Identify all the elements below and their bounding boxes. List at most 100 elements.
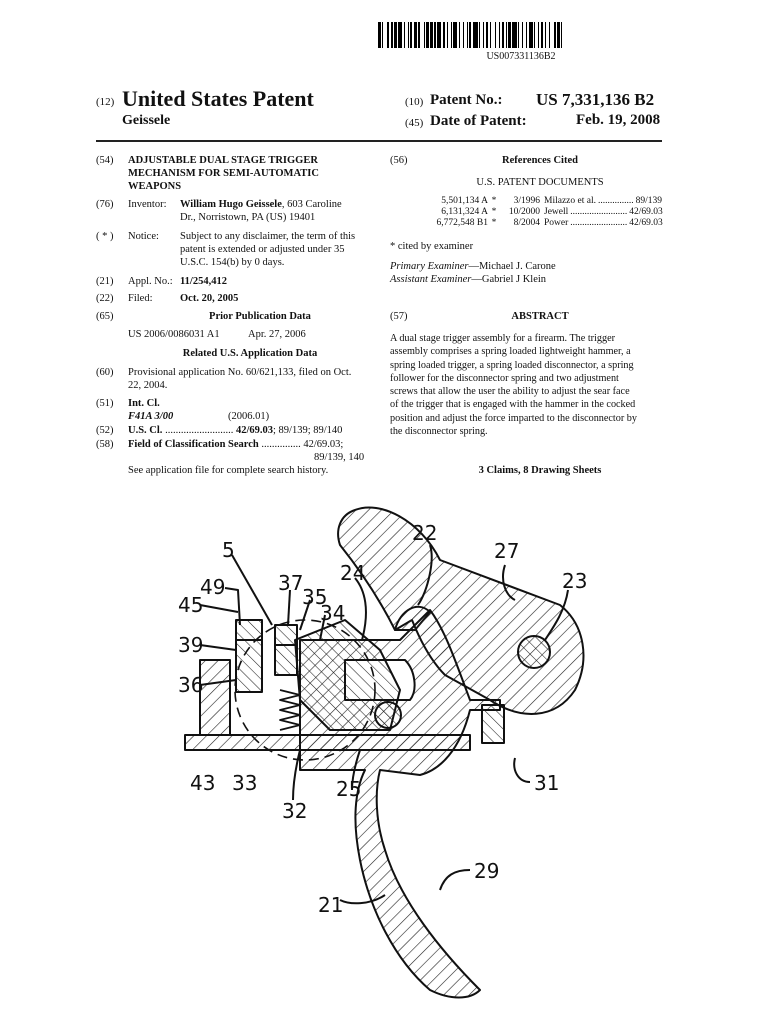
trigger-mechanism-drawing: 5 49 37 24 35 34 45 39 36 22 27 23 43 33… [178, 506, 587, 999]
reference-date: 8/2004 [513, 218, 540, 228]
reference-number: 5,501,134 A [441, 196, 488, 206]
int-cl-label: Int. Cl. [128, 398, 160, 409]
label-43: 43 [190, 771, 215, 795]
reference-number: 6,772,548 B1 [436, 218, 488, 228]
label-22: 22 [412, 521, 437, 545]
reference-star: * [491, 196, 497, 206]
screw-39 [235, 619, 263, 693]
screw-31 [481, 704, 505, 744]
notice-text: Subject to any disclaimer, the term of t… [180, 231, 356, 268]
barcode [378, 22, 664, 48]
label-45: 45 [178, 593, 203, 617]
inventor-surname: Geissele [122, 113, 171, 128]
base-plate [184, 734, 471, 751]
prior-pub-heading: Prior Publication Data [209, 311, 311, 322]
reference-dots: ........................ [570, 207, 628, 217]
label-35: 35 [302, 585, 327, 609]
field-search-cont: 89/139, 140 [314, 452, 365, 463]
prior-pub-code: (65) [96, 311, 114, 322]
reference-name: Milazzo et al. [544, 196, 596, 206]
barcode-number: US007331136B2 [486, 51, 556, 62]
filed-label: Filed: [128, 293, 153, 304]
inventor-label: Inventor: [128, 199, 167, 210]
header-rule [96, 140, 662, 142]
inventor-details: William Hugo Geissele, 603 Caroline Dr.,… [180, 199, 342, 223]
kind-code: (12) [96, 96, 115, 108]
trigger-pin [374, 701, 402, 729]
reference-row: 5,501,134 A* 3/1996 Milazzo et al.........… [410, 196, 665, 207]
reference-cls: 42/69.03 [629, 218, 663, 228]
notice-label: Notice: [128, 231, 159, 242]
reference-row: 6,772,548 B1* 8/2004 Power................… [410, 218, 665, 229]
label-21: 21 [318, 893, 343, 917]
primary-examiner: Primary Examiner—Michael J. Carone [390, 261, 556, 272]
int-cl-code: (51) [96, 398, 114, 409]
cited-by-examiner: * cited by examiner [390, 241, 474, 252]
reference-star: * [491, 218, 497, 228]
assistant-examiner: Assistant Examiner—Gabriel J Klein [390, 274, 547, 285]
label-36: 36 [178, 673, 203, 697]
frame-left [199, 659, 231, 736]
filed-code: (22) [96, 293, 114, 304]
search-history-note: See application file for complete search… [128, 465, 329, 476]
reference-date: 3/1996 [513, 196, 540, 206]
patent-number-code: (10) [405, 96, 424, 108]
abstract-heading: ABSTRACT [511, 311, 569, 322]
label-23: 23 [562, 569, 587, 593]
document-type: United States Patent [122, 86, 314, 111]
label-49: 49 [200, 575, 225, 599]
int-cl-year: (2006.01) [228, 411, 270, 422]
provisional-code: (60) [96, 367, 114, 378]
label-27: 27 [494, 539, 519, 563]
label-32: 32 [282, 799, 307, 823]
provisional-text: Provisional application No. 60/621,133, … [128, 367, 352, 391]
label-24: 24 [340, 561, 365, 585]
us-cl-line: U.S. Cl. .......................... 42/6… [128, 425, 343, 436]
reference-cls: 89/139 [635, 196, 662, 206]
label-34: 34 [320, 601, 345, 625]
us-cl-code: (52) [96, 425, 114, 436]
related-heading: Related U.S. Application Data [182, 348, 318, 359]
appl-label: Appl. No.: [128, 276, 173, 287]
reference-number: 6,131,324 A [441, 207, 488, 217]
notice-code: ( * ) [96, 231, 114, 242]
appl-code: (21) [96, 276, 114, 287]
patent-number-label: Patent No.: [430, 92, 503, 108]
label-33: 33 [232, 771, 257, 795]
inventor-code: (76) [96, 199, 114, 210]
disconnector-spring [279, 689, 301, 731]
label-29: 29 [474, 859, 499, 883]
appl-number: 11/254,412 [180, 276, 227, 287]
label-39: 39 [178, 633, 203, 657]
label-31: 31 [534, 771, 559, 795]
label-25: 25 [336, 777, 361, 801]
reference-name: Jewell [544, 207, 569, 217]
reference-star: * [491, 207, 497, 217]
title-code: (54) [96, 155, 114, 166]
invention-title: ADJUSTABLE DUAL STAGE TRIGGER MECHANISM … [128, 155, 319, 192]
filed-date: Oct. 20, 2005 [180, 293, 239, 304]
reference-date: 10/2000 [508, 207, 540, 217]
int-cl-class: F41A 3/00 [128, 411, 174, 422]
label-5: 5 [222, 538, 235, 562]
reference-row: 6,131,324 A* 10/2000 Jewell...............… [410, 207, 665, 218]
abstract-text: A dual stage trigger assembly for a fire… [390, 333, 637, 438]
date-code: (45) [405, 117, 424, 129]
references-heading: References Cited [502, 155, 578, 166]
reference-cls: 42/69.03 [629, 207, 663, 217]
patent-number: US 7,331,136 B2 [536, 90, 655, 109]
prior-pub-date: Apr. 27, 2006 [248, 329, 306, 340]
date-of-patent-label: Date of Patent: [430, 113, 527, 129]
field-search-line: Field of Classification Search .........… [128, 439, 344, 450]
reference-dots: ........................ [570, 218, 628, 228]
claims-count: 3 Claims, 8 Drawing Sheets [478, 465, 602, 476]
field-search-code: (58) [96, 439, 114, 450]
detail-circle [234, 619, 376, 761]
reference-dots: ............... [597, 196, 634, 206]
abstract-code: (57) [390, 311, 408, 322]
reference-name: Power [544, 218, 569, 228]
prior-pub-number: US 2006/0086031 A1 [128, 329, 220, 340]
hammer-pin [517, 635, 551, 669]
references-code: (56) [390, 155, 408, 166]
